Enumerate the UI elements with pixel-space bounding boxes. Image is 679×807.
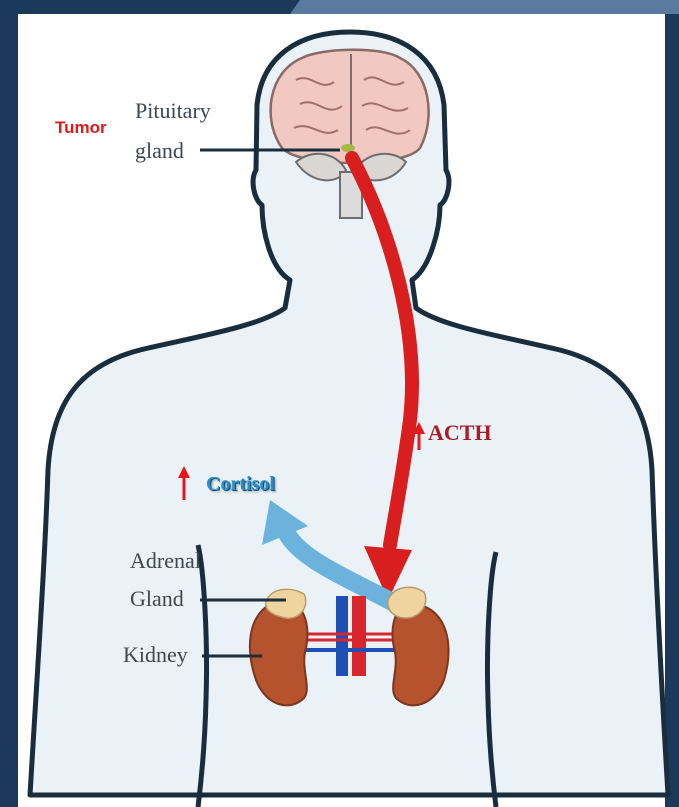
tumor-label: Tumor: [55, 118, 107, 138]
adrenal-label-line2: Gland: [130, 586, 184, 611]
frame-highlight: [290, 0, 679, 14]
left-adrenal-gland: [266, 589, 306, 618]
acth-label: ACTH: [428, 420, 492, 446]
adrenal-label-line1: Adrenal: [130, 548, 201, 573]
kidney-label: Kidney: [123, 642, 188, 667]
pituitary-label-line2: gland: [135, 138, 184, 163]
cortisol-label: Cortisol: [206, 473, 275, 496]
pituitary-tumor: [341, 144, 355, 152]
pituitary-label-line1: Pituitary: [135, 98, 211, 123]
right-adrenal-gland: [388, 587, 426, 618]
vena-cava: [352, 596, 366, 676]
aorta: [336, 596, 348, 676]
